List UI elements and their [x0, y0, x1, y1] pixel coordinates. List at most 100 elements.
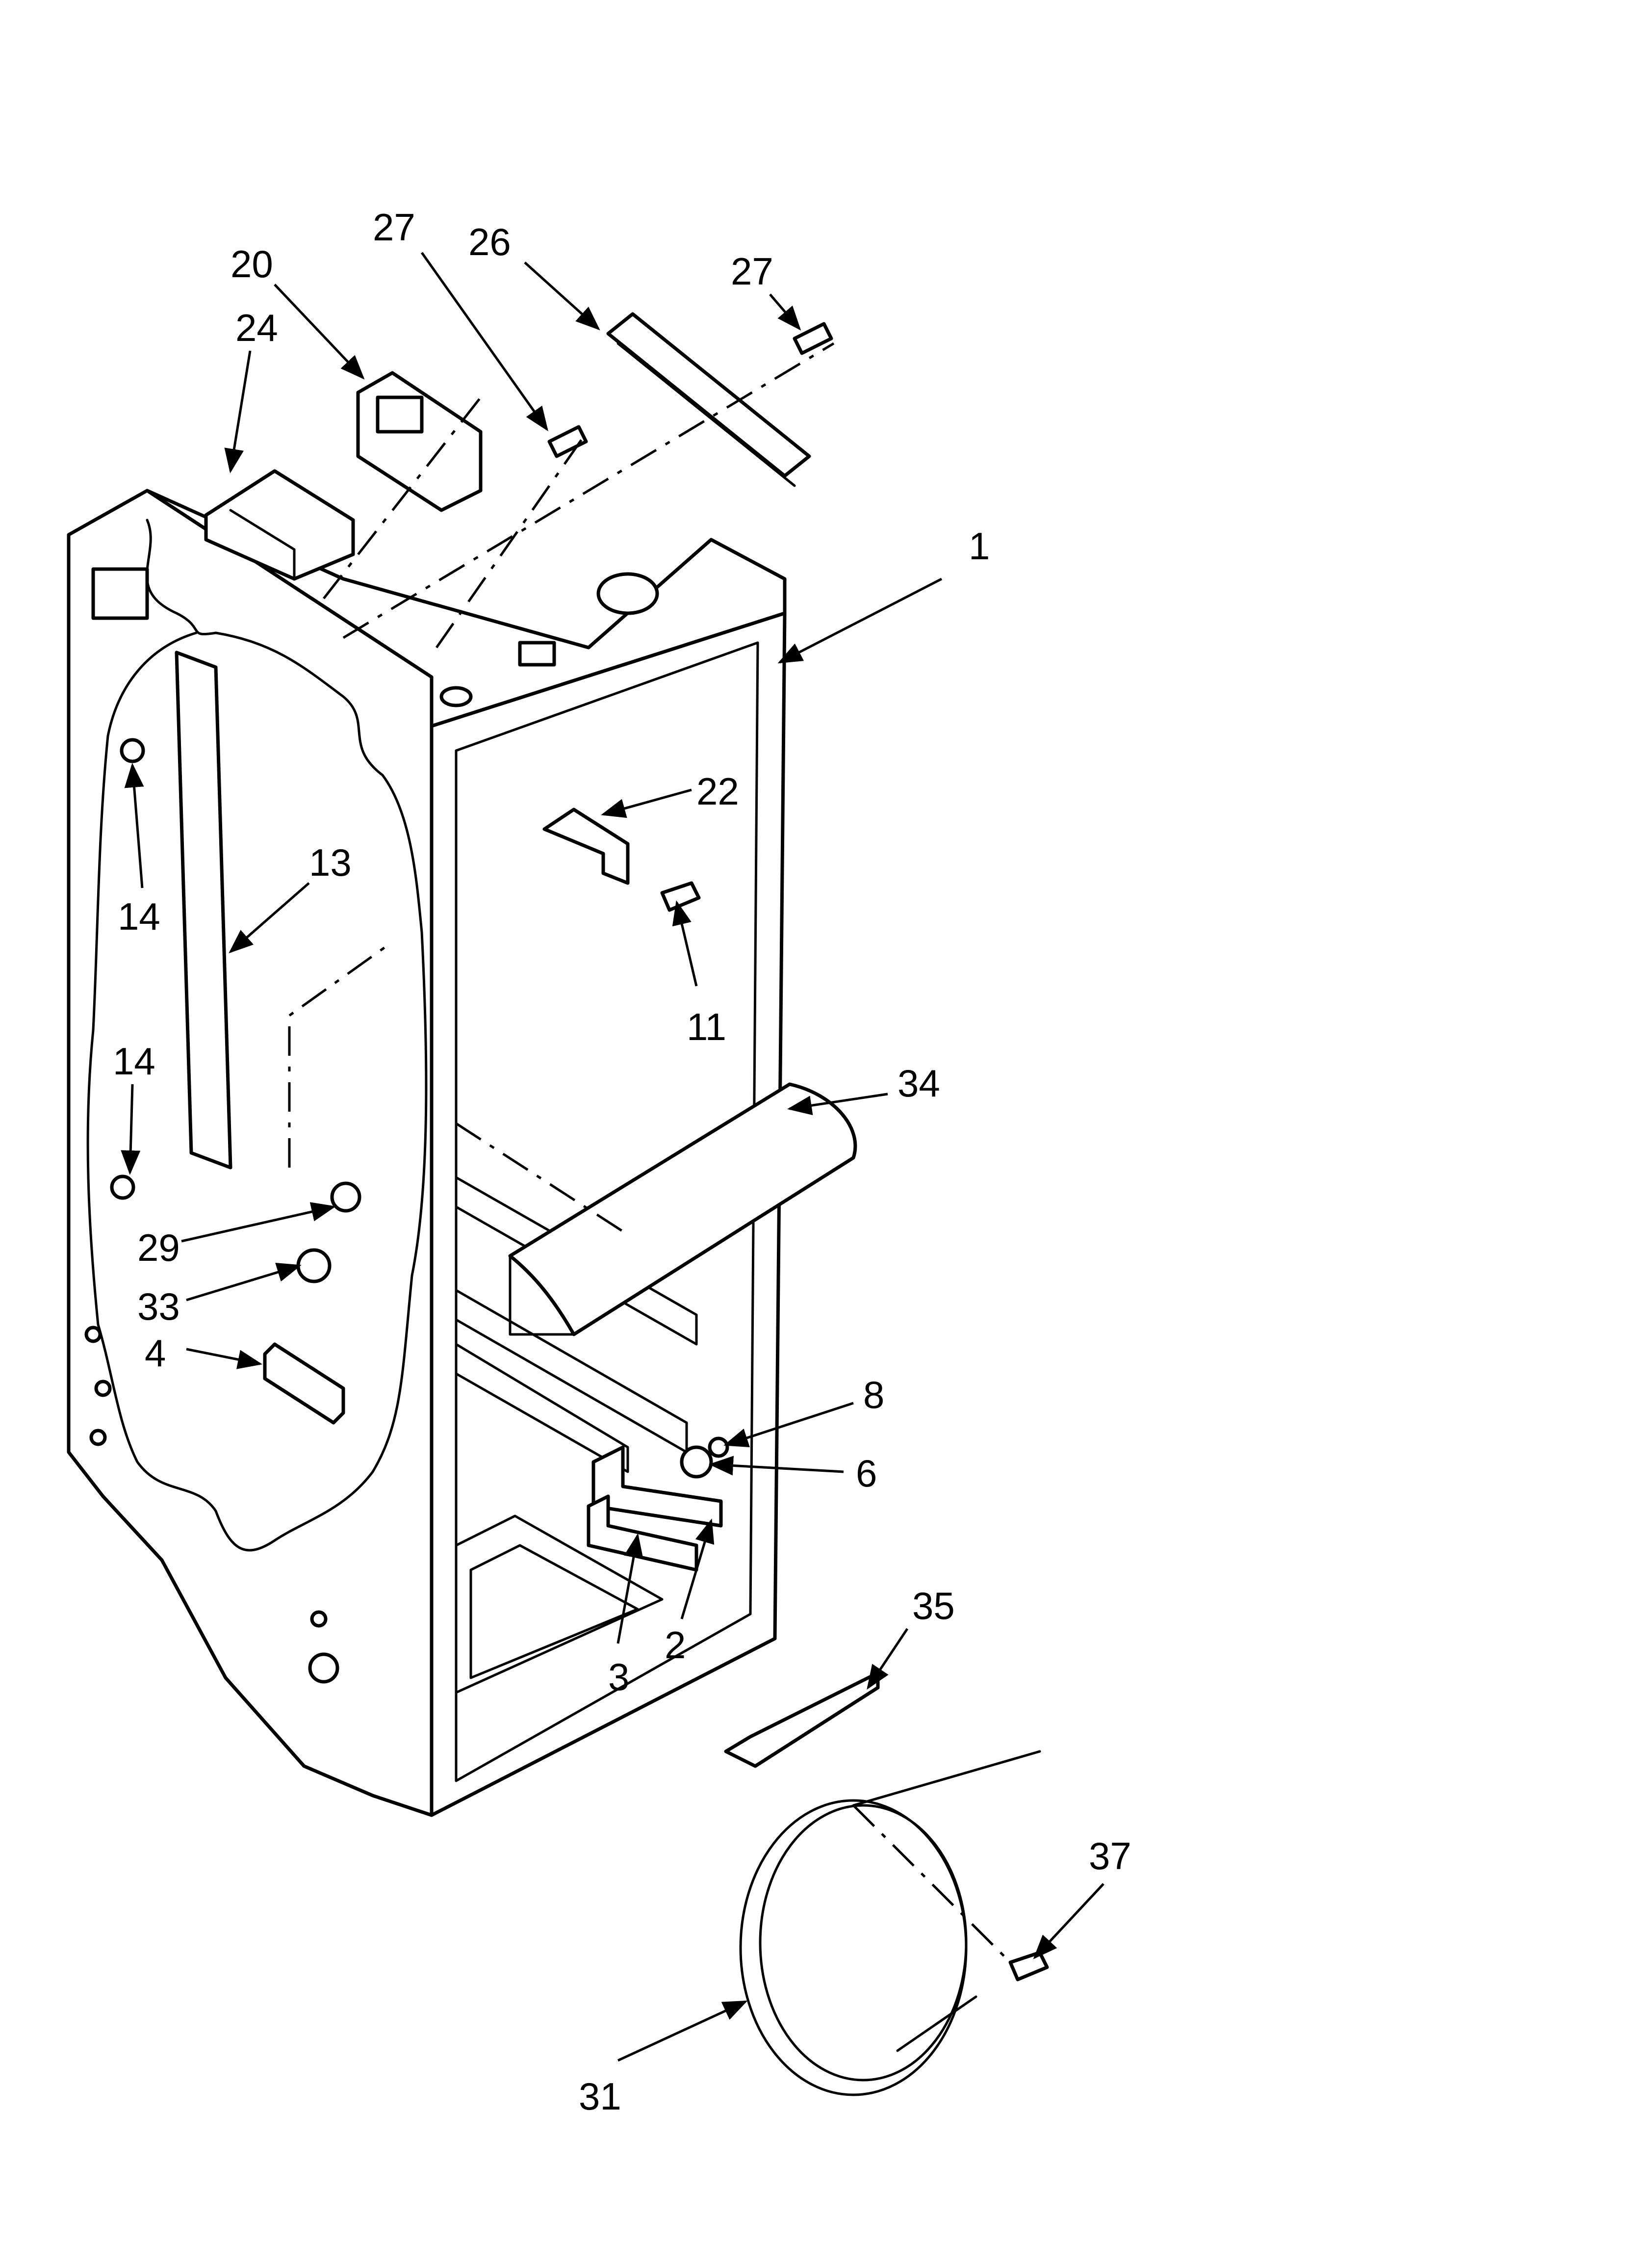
screw-27-right — [793, 322, 833, 355]
roller-6 — [680, 1445, 713, 1479]
screw-head — [708, 1436, 729, 1458]
assembly-line — [342, 342, 835, 639]
control-mount-bracket-body — [356, 371, 483, 512]
assembly-line — [852, 1804, 1011, 1963]
callout-34: 34 — [898, 1062, 940, 1105]
screw-body — [660, 881, 701, 912]
shelf-support-rail-body — [175, 651, 232, 1170]
callout-11: 11 — [687, 1005, 726, 1048]
leader-35 — [867, 1628, 909, 1690]
light-socket — [330, 1181, 361, 1213]
callout-labels: 27 26 27 20 24 1 22 13 14 11 14 34 29 33… — [113, 206, 1131, 2118]
callout-33: 33 — [137, 1285, 180, 1328]
leader-3 — [616, 1533, 643, 1644]
top-opening-small — [439, 686, 473, 707]
leader-26 — [524, 261, 600, 331]
screw-27-left — [547, 425, 588, 458]
roller-bracket-body — [587, 1494, 698, 1572]
screw-body — [793, 322, 833, 355]
screw-11 — [660, 881, 701, 912]
leader-6 — [709, 1456, 844, 1476]
callout-6: 6 — [856, 1452, 877, 1495]
leader-34 — [787, 1093, 888, 1116]
cabinet-top — [145, 489, 787, 728]
leader-29 — [181, 1202, 336, 1243]
callout-8: 8 — [863, 1373, 884, 1416]
callout-26: 26 — [468, 220, 511, 263]
screw-37 — [1008, 1951, 1049, 1981]
leader-22 — [601, 788, 692, 818]
leader-37 — [1033, 1883, 1104, 1959]
screw-14-lower — [110, 1174, 135, 1200]
wire-lead — [896, 1995, 977, 2052]
bottom-pan-inner — [469, 1544, 639, 1679]
leader-13 — [229, 882, 310, 954]
screw-head — [110, 1174, 135, 1200]
assembly-line — [288, 940, 393, 1168]
leader-11 — [672, 900, 698, 987]
wire-coil — [759, 1804, 968, 2082]
shelf-ledge-middle — [455, 1289, 688, 1454]
shelf-support-rail — [175, 651, 232, 1170]
screw-head — [120, 738, 145, 763]
callout-14-upper: 14 — [118, 895, 160, 938]
air-grille — [263, 1342, 345, 1425]
cabinet-side-wall — [67, 489, 434, 1817]
top-rail — [606, 312, 811, 487]
leader-27-right — [769, 293, 801, 331]
callout-1: 1 — [969, 524, 990, 568]
callout-27-left: 27 — [373, 206, 415, 249]
bracket-22 — [542, 808, 630, 885]
top-opening-round — [596, 572, 659, 615]
screw-body — [1008, 1951, 1049, 1981]
leader-14-upper — [124, 763, 144, 888]
leader-31 — [617, 2000, 748, 2062]
air-duct-cover — [508, 1082, 857, 1336]
side-hole — [84, 1326, 102, 1343]
cabinet-front-inner-frame — [455, 641, 759, 1782]
callout-14-lower: 14 — [113, 1040, 155, 1083]
screw-14-upper — [120, 738, 145, 763]
air-duct-cover-body — [508, 1082, 857, 1336]
leader-27-left — [420, 252, 548, 432]
callout-20: 20 — [231, 242, 273, 286]
callout-4: 4 — [145, 1331, 166, 1375]
callout-3: 3 — [608, 1655, 629, 1698]
roller-bracket-3 — [587, 1494, 698, 1572]
control-housing-body — [204, 469, 355, 581]
shelf-ledge-lower — [455, 1343, 629, 1473]
leader-20 — [274, 284, 365, 380]
leader-33 — [186, 1262, 302, 1302]
leader-4 — [186, 1348, 262, 1369]
callout-13: 13 — [309, 841, 352, 884]
callout-27-right: 27 — [731, 250, 773, 293]
wire-harness — [739, 1750, 1041, 2096]
control-mount-bracket — [356, 371, 483, 512]
leader-2 — [680, 1518, 715, 1619]
cutaway-edge — [86, 519, 428, 1552]
side-hole — [94, 1380, 112, 1397]
control-housing — [204, 469, 355, 581]
callout-2: 2 — [665, 1623, 686, 1667]
roller-body — [680, 1445, 713, 1479]
top-opening-square — [518, 641, 556, 667]
cable-tie — [724, 1671, 880, 1768]
assembly-line — [435, 436, 585, 649]
screw-body — [547, 425, 588, 458]
callout-37: 37 — [1089, 1834, 1131, 1877]
top-rail-edge — [616, 342, 796, 487]
wire-coil — [739, 1799, 968, 2096]
cable-tie-body — [724, 1671, 880, 1768]
leader-lines — [121, 252, 1104, 2062]
leader-1 — [777, 577, 943, 664]
side-hole — [89, 1429, 107, 1446]
light-socket-body — [330, 1181, 361, 1213]
screw-8 — [708, 1436, 729, 1458]
leader-8 — [723, 1402, 854, 1448]
assembly-line — [455, 1122, 624, 1233]
light-bulb — [296, 1248, 332, 1283]
callout-35: 35 — [912, 1584, 955, 1627]
leader-24 — [224, 350, 252, 473]
air-grille-body — [263, 1342, 345, 1425]
